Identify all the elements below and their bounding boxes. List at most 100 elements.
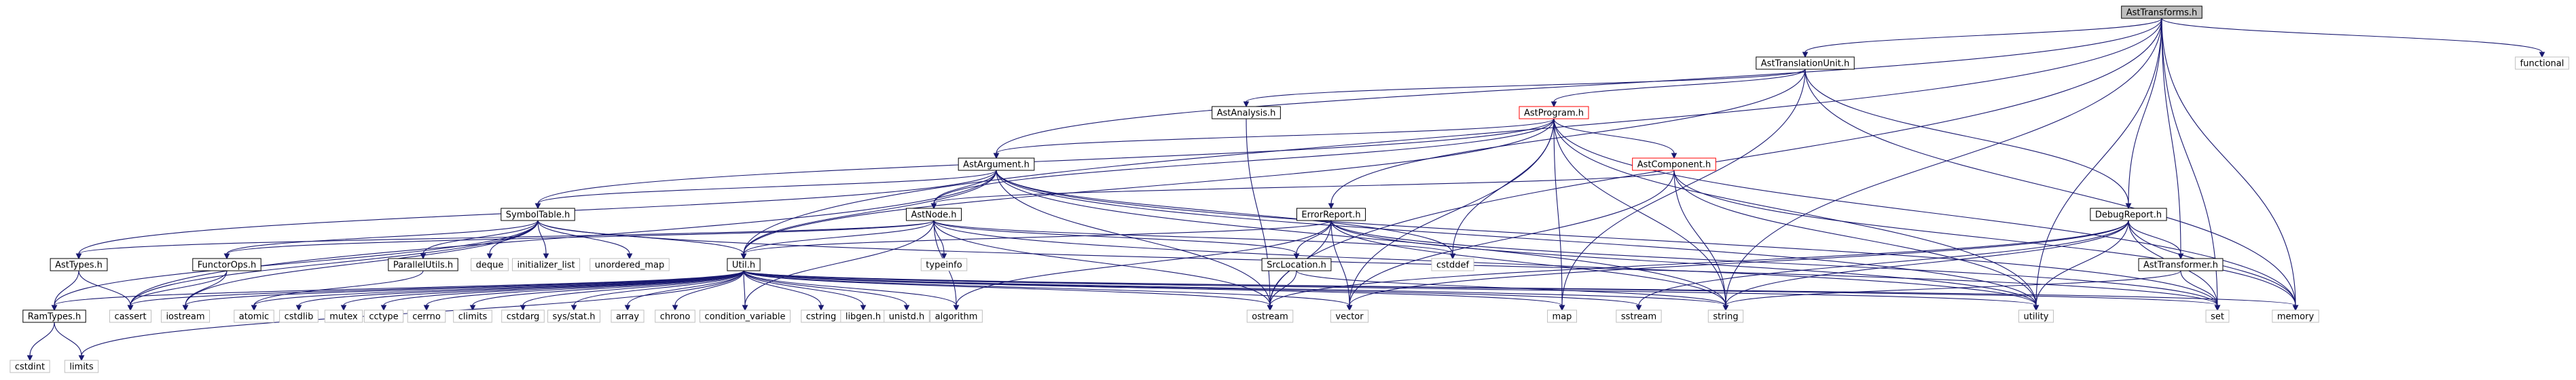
include-edge (1673, 170, 1726, 306)
graph-node-box (2018, 309, 2054, 323)
graph-node-box (2138, 258, 2224, 271)
include-edge (743, 270, 907, 306)
edge-arrowhead (127, 305, 134, 311)
edge-arrowhead (903, 305, 910, 311)
graph-node-label: SrcLocation.h (1267, 261, 1326, 271)
graph-node-box (1330, 309, 1369, 323)
include-edge (743, 270, 2296, 306)
include-edge (2128, 220, 2181, 254)
include-edge (54, 220, 539, 306)
include-edge (1246, 118, 1271, 306)
graph-node-asttransformer-h[interactable]: AstTransformer.h (2138, 258, 2224, 271)
edge-arrowhead (543, 253, 549, 260)
include-edge (1553, 118, 2037, 306)
include-edge (1553, 118, 2296, 306)
include-edge (1553, 118, 1726, 306)
graph-node-astprogram-h[interactable]: AstProgram.h (1519, 106, 1589, 119)
graph-node-astcomponent-h[interactable]: AstComponent.h (1632, 157, 1716, 171)
graph-node-label: atomic (239, 312, 269, 322)
include-edge (298, 270, 744, 306)
graph-node-utility: utility (2018, 309, 2054, 323)
graph-node-label: cstring (806, 312, 836, 322)
include-edge (1349, 220, 2129, 306)
edge-arrowhead (2125, 203, 2132, 210)
graph-node-box (234, 309, 274, 323)
graph-node-astnode-h[interactable]: AstNode.h (905, 208, 962, 221)
include-edge (1673, 170, 2296, 306)
graph-node-box (905, 208, 962, 221)
graph-node-srclocation-h[interactable]: SrcLocation.h (1261, 258, 1332, 271)
graph-node-label: vector (1335, 312, 1364, 322)
graph-node-box (1212, 106, 1281, 119)
graph-node-label: AstTransformer.h (2143, 261, 2218, 271)
include-edge (78, 220, 935, 254)
graph-node-label: chrono (660, 312, 691, 322)
include-edge (1725, 270, 2181, 306)
graph-node-parallelutils-h[interactable]: ParallelUtils.h (388, 258, 458, 271)
graph-node-initializer-list: initializer_list (511, 258, 581, 271)
edge-arrowhead (182, 305, 189, 311)
include-edge (253, 270, 744, 306)
graph-node-label: AstTransforms.h (2126, 8, 2198, 18)
graph-node-astargument-h[interactable]: AstArgument.h (958, 157, 1035, 171)
include-edge (422, 220, 539, 254)
include-edge (996, 170, 2037, 306)
graph-node-label: AstComponent.h (1637, 160, 1711, 170)
include-edge (426, 270, 744, 306)
edge-arrowhead (1802, 52, 1809, 58)
include-edge (1330, 220, 1726, 306)
include-edge (537, 170, 997, 204)
graph-node-box (1756, 56, 1855, 70)
edge-arrowhead (570, 305, 577, 311)
edge-arrowhead (1328, 203, 1335, 210)
graph-node-errorreport-h[interactable]: ErrorReport.h (1296, 208, 1366, 221)
graph-node-symboltable-h[interactable]: SymbolTable.h (501, 208, 575, 221)
include-edge (226, 220, 935, 254)
include-edge (185, 270, 228, 306)
graph-node-functorops-h[interactable]: FunctorOps.h (192, 258, 261, 271)
graph-node-label: AstTranslationUnit.h (1761, 59, 1849, 69)
graph-node-astanalysis-h[interactable]: AstAnalysis.h (1212, 106, 1281, 119)
include-edge (2180, 270, 2218, 306)
include-edge (743, 270, 822, 306)
graph-node-label: ostream (1252, 312, 1288, 322)
include-edge (996, 170, 1726, 306)
include-edge (1246, 69, 1806, 102)
edge-arrowhead (2214, 305, 2221, 311)
graph-node-label: string (1713, 312, 1738, 322)
graph-node-label: AstTypes.h (55, 261, 103, 271)
graph-node-vector: vector (1330, 309, 1369, 323)
graph-node-debugreport-h[interactable]: DebugReport.h (2090, 208, 2167, 221)
include-edge (537, 220, 2218, 306)
graph-node-label: FunctorOps.h (198, 261, 256, 271)
include-edge (1349, 118, 1555, 306)
graph-node-box (884, 309, 930, 323)
include-edge (2128, 18, 2162, 204)
include-edge (2161, 18, 2218, 306)
include-edge (383, 270, 744, 306)
include-edge (743, 170, 997, 254)
include-edge (54, 322, 82, 356)
graph-node-box (611, 309, 645, 323)
include-edge (956, 220, 1332, 306)
graph-node-box (655, 309, 695, 323)
include-edge (1553, 118, 1675, 154)
edge-arrowhead (2292, 305, 2299, 311)
edge-arrowhead (2539, 52, 2545, 58)
graph-node-asttransforms-h[interactable]: AstTransforms.h (2121, 5, 2202, 19)
include-edge (2161, 18, 2296, 306)
graph-node-box (279, 309, 319, 323)
edge-arrowhead (860, 305, 867, 311)
graph-node-ramtypes-h[interactable]: RamTypes.h (22, 309, 86, 323)
include-edge (1296, 220, 1332, 254)
include-edge (1804, 69, 2129, 204)
graph-node-functional: functional (2515, 56, 2569, 70)
graph-node-box (589, 258, 670, 271)
graph-node-cstdarg: cstdarg (501, 309, 545, 323)
edge-arrowhead (1243, 101, 1250, 108)
graph-node-asttranslationunit-h[interactable]: AstTranslationUnit.h (1756, 56, 1855, 70)
graph-node-util-h[interactable]: Util.h (727, 258, 761, 271)
graph-node-box (920, 258, 968, 271)
graph-node-asttypes-h[interactable]: AstTypes.h (50, 258, 108, 271)
include-edge (933, 170, 997, 204)
